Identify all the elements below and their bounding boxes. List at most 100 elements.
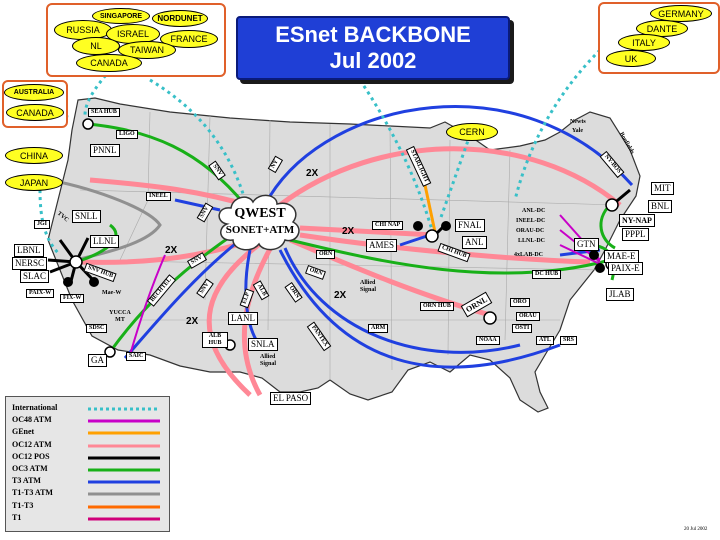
- oval-france: FRANCE: [160, 30, 218, 48]
- label-paix-w: PAIX-W: [26, 289, 55, 298]
- cloud-sonet: SONET+ATM: [225, 224, 295, 236]
- title-box: ESnet BACKBONE Jul 2002: [236, 16, 510, 80]
- legend: [5, 396, 170, 532]
- label-ames: AMES: [366, 239, 398, 252]
- label-newts: Newts: [570, 119, 586, 125]
- legend-label-1: OC48 ATM: [12, 415, 52, 425]
- oval-nl: NL: [72, 37, 120, 55]
- legend-label-2: GEnet: [12, 427, 35, 437]
- label-yale: Yale: [572, 128, 583, 134]
- oval-cern: CERN: [446, 123, 498, 141]
- label-orn-1: ORN: [316, 250, 336, 259]
- legend-label-4: OC12 POS: [12, 451, 50, 461]
- label-allied-west: Allied Signal: [260, 354, 277, 367]
- oval-germany: GERMANY: [650, 5, 712, 22]
- label-nersc: NERSC: [12, 257, 48, 270]
- label-arm: ARM: [368, 324, 389, 333]
- oval-china: CHINA: [5, 147, 63, 164]
- label-orau: ORAU: [516, 312, 540, 321]
- label-orau-dc: ORAU-DC: [516, 228, 545, 234]
- legend-swatch-2: [88, 431, 160, 435]
- twox-2: 2X: [342, 226, 355, 237]
- label-ga: GA: [88, 354, 107, 367]
- label-llnl: LLNL: [90, 235, 119, 248]
- legend-swatch-5: [88, 468, 160, 472]
- legend-swatch-7: [88, 492, 160, 496]
- label-snla: SNLA: [248, 338, 278, 351]
- label-pnnl: PNNL: [90, 144, 120, 157]
- oval-taiwan: TAIWAN: [118, 41, 176, 59]
- title-date: Jul 2002: [329, 48, 417, 73]
- cloud-qwest: QWEST: [234, 206, 286, 221]
- legend-label-0: International: [12, 403, 58, 412]
- label-ineel: INEEL: [146, 192, 171, 201]
- oval-australia: AUSTRALIA: [4, 84, 64, 101]
- label-bnl: BNL: [648, 200, 672, 213]
- oval-nordunet: NORDUNET: [152, 10, 208, 27]
- twox-3: 2X: [165, 245, 178, 256]
- label-jgi: JGI: [34, 220, 51, 229]
- legend-swatch-4: [88, 456, 160, 460]
- label-chi-nap: CHI NAP: [372, 221, 404, 230]
- oval-uk: UK: [606, 50, 656, 67]
- label-pppl: PPPL: [622, 228, 649, 241]
- legend-label-9: T1: [12, 512, 22, 522]
- label-fnal: FNAL: [455, 219, 485, 232]
- label-oro: ORO: [510, 298, 530, 307]
- label-llnl-dc: LLNL-DC: [518, 238, 546, 244]
- label-anl-dc: ANL-DC: [522, 208, 546, 214]
- oval-singapore: SINGAPORE: [92, 8, 150, 24]
- label-mit: MIT: [651, 182, 674, 195]
- label-dc-hub: DC HUB: [532, 270, 562, 279]
- link-gray: [49, 178, 162, 262]
- label-sea-hub: SEA HUB: [88, 108, 120, 117]
- label-el-paso: EL PASO: [270, 392, 312, 405]
- legend-swatch-1: [88, 419, 160, 423]
- us-outline: [47, 97, 641, 413]
- legend-swatch-8: [88, 505, 160, 509]
- oval-canada-left: CANADA: [6, 104, 64, 121]
- legend-swatch-3: [88, 444, 160, 448]
- label-sdsc: SDSC: [86, 324, 108, 333]
- title-main: ESnet BACKBONE: [275, 22, 471, 47]
- label-slac: SLAC: [20, 270, 50, 283]
- legend-label-8: T1-T3: [12, 500, 34, 510]
- oval-canada-top: CANADA: [76, 54, 142, 72]
- twox-4: 2X: [334, 290, 347, 301]
- label-gtn: GTN: [574, 238, 599, 251]
- label-ligo: LIGO: [116, 130, 138, 139]
- label-jlab: JLAB: [606, 288, 634, 301]
- legend-label-3: OC12 ATM: [12, 439, 52, 449]
- label-saic: SAIC: [126, 352, 147, 361]
- label-osti: OSTI: [512, 324, 533, 333]
- label-snll: SNLL: [72, 210, 101, 223]
- label-orn-hub: ORN HUB: [420, 302, 454, 311]
- label-mae-w: Mae-W: [102, 290, 122, 296]
- label-allied-east: Allied Signal: [360, 280, 377, 293]
- footer-date: 20 Jul 2002: [684, 527, 708, 532]
- oval-italy: ITALY: [618, 34, 670, 51]
- oval-japan: JAPAN: [5, 174, 63, 191]
- label-4xlab-dc: 4xLAB-DC: [514, 252, 544, 258]
- label-atl: ATL: [536, 336, 554, 345]
- twox-5: 2X: [186, 316, 199, 327]
- link-orange: [423, 184, 437, 233]
- twox-1: 2X: [306, 168, 319, 179]
- label-anl: ANL: [462, 236, 487, 249]
- label-srs: SRS: [560, 336, 578, 345]
- label-noaa: NOAA: [476, 336, 500, 345]
- label-lbnl: LBNL: [14, 244, 44, 257]
- label-fix-w: FIX-W: [60, 294, 85, 303]
- legend-label-7: T1-T3 ATM: [12, 488, 53, 498]
- label-lanl: LANL: [228, 312, 258, 325]
- qwest-cloud: [218, 194, 300, 251]
- label-ineel-dc: INEEL-DC: [516, 218, 546, 224]
- label-ny-nap: NY-NAP: [619, 214, 655, 227]
- label-alb-hub: ALB HUB: [202, 332, 228, 348]
- label-paix-e: PAIX-E: [608, 262, 643, 275]
- legend-swatch-6: [88, 480, 160, 484]
- legend-swatch-9: [88, 517, 160, 521]
- label-yucca: YUCCA MT: [109, 310, 131, 323]
